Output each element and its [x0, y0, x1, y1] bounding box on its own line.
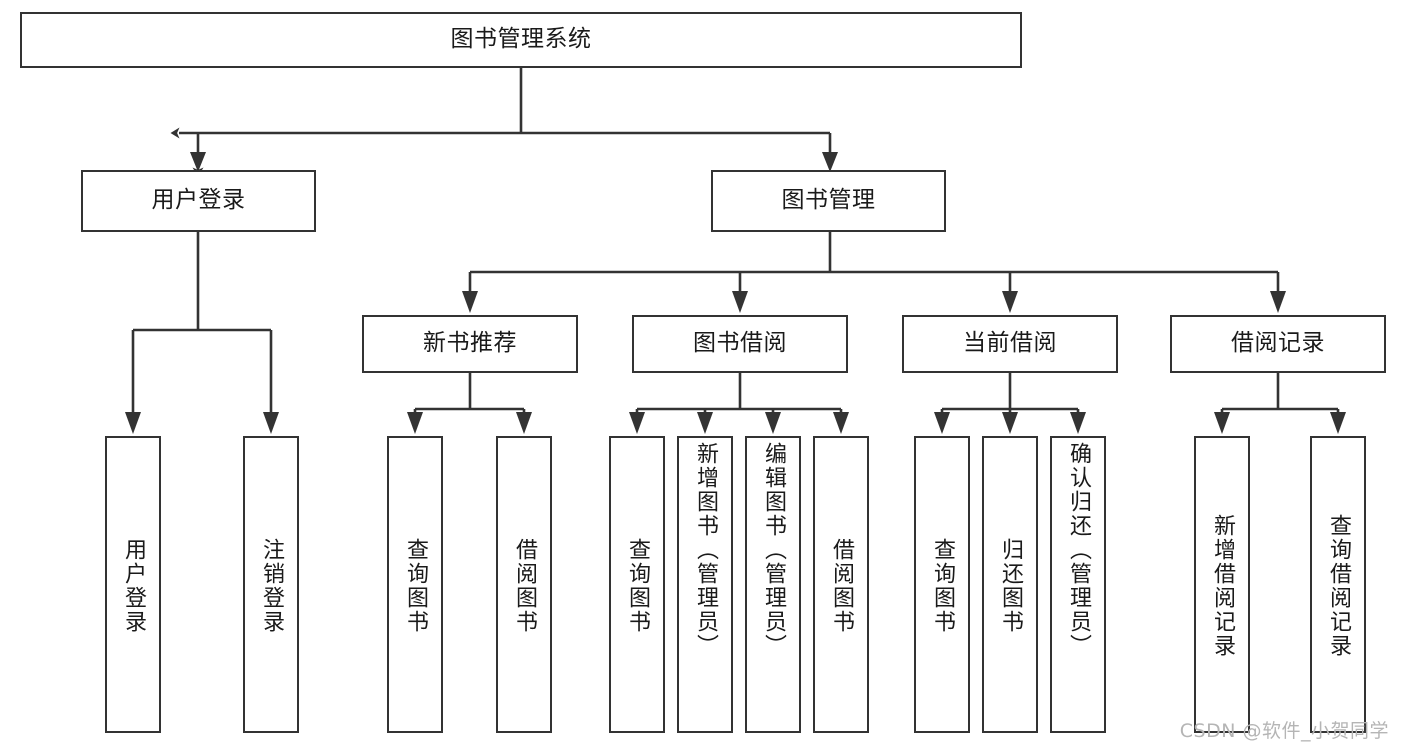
- node-leaf-edit-book-admin[interactable]: 编辑图书（管理员）: [745, 436, 801, 733]
- node-leaf-user-login-label: 用户登录: [120, 537, 146, 634]
- node-leaf-confirm-return-admin-label: 确认归还（管理员）: [1065, 442, 1091, 658]
- node-leaf-borrow-book-1[interactable]: 借阅图书: [496, 436, 552, 733]
- arrowheads-level3: [462, 291, 1286, 313]
- node-book-borrow[interactable]: 图书借阅: [632, 315, 848, 373]
- node-leaf-query-book-3-label: 查询图书: [929, 537, 955, 634]
- node-leaf-add-record[interactable]: 新增借阅记录: [1194, 436, 1250, 733]
- node-leaf-query-book-2[interactable]: 查询图书: [609, 436, 665, 733]
- node-leaf-edit-book-admin-label: 编辑图书（管理员）: [760, 442, 786, 658]
- node-leaf-query-book-1[interactable]: 查询图书: [387, 436, 443, 733]
- node-book-manage-label: 图书管理: [781, 187, 876, 214]
- node-new-book-recommend-label: 新书推荐: [423, 330, 517, 357]
- node-leaf-query-book-2-label: 查询图书: [624, 537, 650, 634]
- node-leaf-borrow-book-2-label: 借阅图书: [828, 537, 854, 634]
- node-leaf-borrow-book-1-label: 借阅图书: [511, 537, 537, 634]
- node-leaf-logout-login-label: 注销登录: [258, 537, 284, 634]
- node-root[interactable]: 图书管理系统: [20, 12, 1022, 68]
- node-book-manage[interactable]: 图书管理: [711, 170, 946, 232]
- node-leaf-query-record-label: 查询借阅记录: [1325, 513, 1351, 658]
- node-new-book-recommend[interactable]: 新书推荐: [362, 315, 578, 373]
- node-leaf-return-book-label: 归还图书: [997, 537, 1023, 634]
- arrowheads-user-login-children: [125, 412, 279, 434]
- node-current-borrow[interactable]: 当前借阅: [902, 315, 1118, 373]
- node-leaf-add-record-label: 新增借阅记录: [1209, 513, 1235, 658]
- node-borrow-record[interactable]: 借阅记录: [1170, 315, 1386, 373]
- node-leaf-logout-login[interactable]: 注销登录: [243, 436, 299, 733]
- node-user-login[interactable]: 用户登录: [81, 170, 316, 232]
- node-book-borrow-label: 图书借阅: [693, 330, 787, 357]
- node-leaf-query-book-3[interactable]: 查询图书: [914, 436, 970, 733]
- arrowheads-leaves: [407, 412, 1346, 434]
- arrowheads-level2: [190, 152, 838, 172]
- node-leaf-query-record[interactable]: 查询借阅记录: [1310, 436, 1366, 733]
- node-root-label: 图书管理系统: [450, 26, 592, 53]
- node-leaf-confirm-return-admin[interactable]: 确认归还（管理员）: [1050, 436, 1106, 733]
- node-user-login-label: 用户登录: [151, 187, 246, 214]
- node-leaf-borrow-book-2[interactable]: 借阅图书: [813, 436, 869, 733]
- node-leaf-add-book-admin-label: 新增图书（管理员）: [692, 442, 718, 658]
- csdn-watermark: CSDN @软件_小贺同学: [1179, 720, 1389, 742]
- node-leaf-return-book[interactable]: 归还图书: [982, 436, 1038, 733]
- node-leaf-query-book-1-label: 查询图书: [402, 537, 428, 634]
- node-leaf-add-book-admin[interactable]: 新增图书（管理员）: [677, 436, 733, 733]
- node-borrow-record-label: 借阅记录: [1231, 330, 1325, 357]
- node-current-borrow-label: 当前借阅: [963, 330, 1057, 357]
- node-leaf-user-login[interactable]: 用户登录: [105, 436, 161, 733]
